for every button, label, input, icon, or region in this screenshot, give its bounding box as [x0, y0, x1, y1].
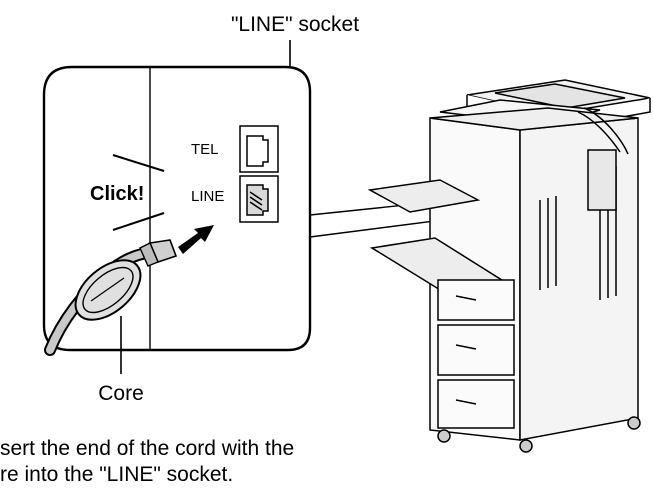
core-callout: Core	[98, 382, 144, 405]
line-socket-callout: "LINE" socket	[231, 13, 359, 36]
click-indicator: Click!	[90, 154, 165, 231]
instruction-line-1: sert the end of the cord with the	[0, 437, 295, 460]
cord-with-core	[44, 239, 178, 356]
click-label: Click!	[90, 183, 144, 205]
printer-illustration	[367, 79, 651, 453]
line-socket	[239, 175, 279, 223]
tel-socket	[239, 125, 279, 173]
instruction-line-2: re into the "LINE" socket.	[0, 463, 234, 486]
insert-arrow-icon	[178, 225, 214, 254]
ferrite-core	[74, 259, 142, 321]
modular-plug	[139, 239, 178, 267]
tel-label: TEL	[191, 141, 219, 158]
line-label: LINE	[191, 188, 224, 205]
